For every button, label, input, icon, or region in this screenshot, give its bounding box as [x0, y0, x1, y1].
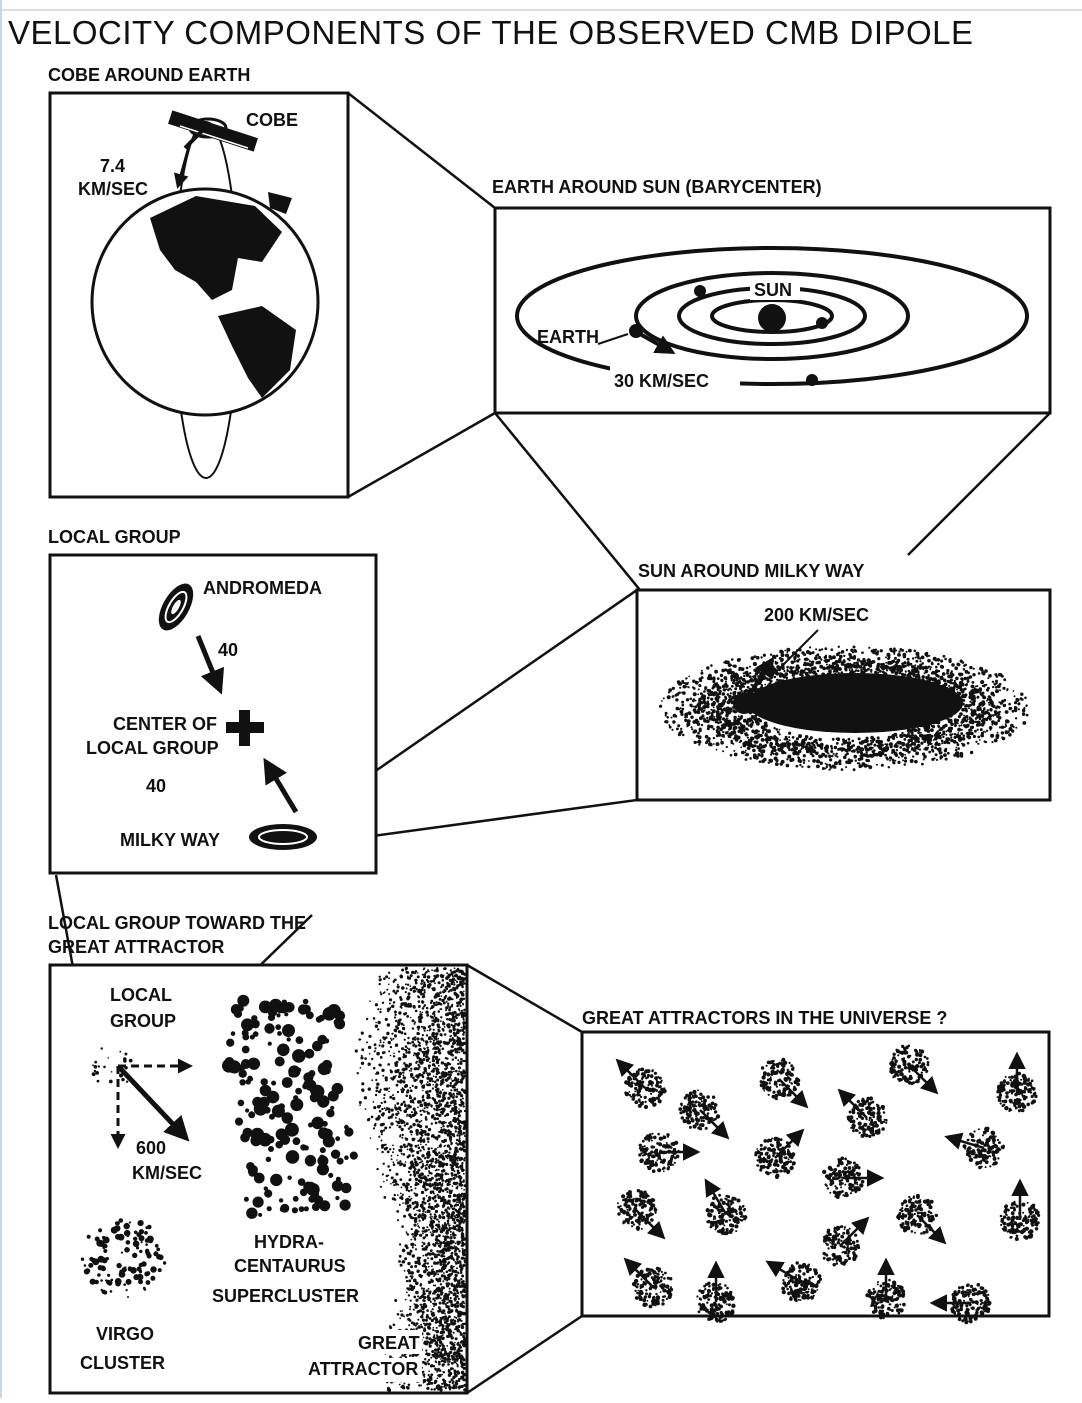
- panel-heading: LOCAL GROUP: [48, 527, 181, 547]
- andromeda-speed: 40: [218, 640, 238, 660]
- center-label-line1: CENTER OF: [113, 714, 217, 734]
- milky-way-label: MILKY WAY: [120, 830, 220, 850]
- panel-heading: GREAT ATTRACTORS IN THE UNIVERSE ?: [582, 1008, 947, 1028]
- andromeda-label: ANDROMEDA: [203, 578, 322, 598]
- panel-heading: SUN AROUND MILKY WAY: [638, 561, 864, 581]
- panel-earth-sun: EARTH AROUND SUN (BARYCENTER) SUN EARTH …: [492, 177, 1050, 413]
- sun-galactic-speed: 200 KM/SEC: [764, 605, 869, 625]
- panel-sun-milky-way: SUN AROUND MILKY WAY 200 KM/SEC: [637, 561, 1050, 800]
- cobe-speed-unit: KM/SEC: [78, 179, 148, 199]
- zoom-line: [348, 413, 495, 497]
- great-attractor-label-line1: GREAT: [358, 1333, 420, 1353]
- panel-great-attractor: LOCAL GROUP TOWARD THE GREAT ATTRACTOR L…: [48, 913, 467, 1393]
- ga-speed-unit: KM/SEC: [132, 1163, 202, 1183]
- cobe-speed-value: 7.4: [100, 156, 125, 176]
- panel-cobe-earth: COBE AROUND EARTH COBE 7.4 KM/SEC: [48, 65, 348, 497]
- sun-icon: [758, 304, 786, 332]
- zoom-line: [495, 413, 640, 590]
- hydra-label-line3: SUPERCLUSTER: [212, 1286, 359, 1306]
- zoom-line: [348, 93, 495, 208]
- panel-heading-line1: LOCAL GROUP TOWARD THE: [48, 913, 306, 933]
- earth-speed-label: 30 KM/SEC: [614, 371, 709, 391]
- panel-heading: EARTH AROUND SUN (BARYCENTER): [492, 177, 822, 197]
- hydra-label-line2: CENTAURUS: [234, 1256, 346, 1276]
- panel-local-group: LOCAL GROUP ANDROMEDA 40 CENTER OF LOCAL…: [48, 527, 376, 873]
- hydra-label-line1: HYDRA-: [254, 1232, 324, 1252]
- milky-way-speed: 40: [146, 776, 166, 796]
- zoom-line: [908, 413, 1050, 555]
- planet-dot: [816, 317, 828, 329]
- milky-way-galaxy-icon: [249, 824, 317, 850]
- ga-speed-value: 600: [136, 1138, 166, 1158]
- panel-heading-line2: GREAT ATTRACTOR: [48, 937, 224, 957]
- local-group-label-line1: LOCAL: [110, 985, 172, 1005]
- sun-label: SUN: [754, 280, 792, 300]
- planet-dot: [806, 374, 818, 386]
- virgo-label-line2: CLUSTER: [80, 1353, 165, 1373]
- panel-universe: GREAT ATTRACTORS IN THE UNIVERSE ?: [582, 1008, 1049, 1324]
- zoom-line: [467, 1316, 582, 1393]
- great-attractor-label-line2: ATTRACTOR: [308, 1359, 418, 1379]
- panel-heading: COBE AROUND EARTH: [48, 65, 250, 85]
- planet-dot: [694, 285, 706, 297]
- page-title: VELOCITY COMPONENTS OF THE OBSERVED CMB …: [8, 14, 974, 51]
- cobe-label: COBE: [246, 110, 298, 130]
- earth-label: EARTH: [537, 327, 599, 347]
- center-label-line2: LOCAL GROUP: [86, 738, 219, 758]
- zoom-line: [467, 965, 582, 1032]
- galactic-bulge: [747, 673, 963, 733]
- local-group-label-line2: GROUP: [110, 1011, 176, 1031]
- virgo-label-line1: VIRGO: [96, 1324, 154, 1344]
